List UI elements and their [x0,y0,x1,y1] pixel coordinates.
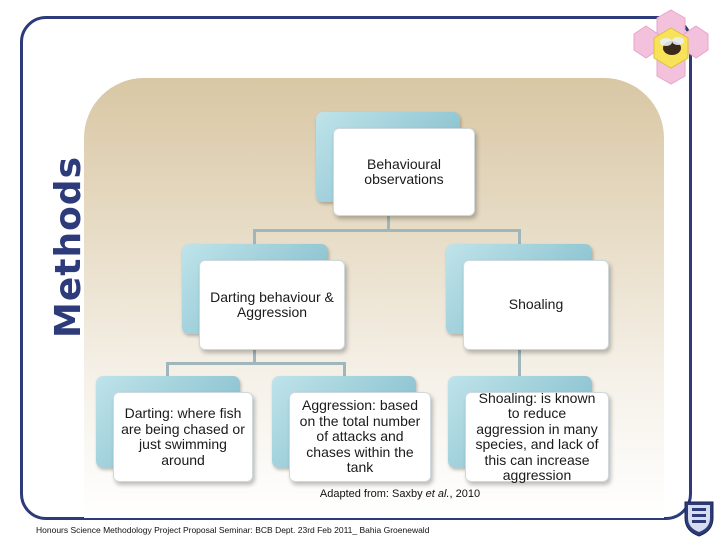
connector [166,362,169,378]
source-caption: Adapted from: Saxby et al., 2010 [250,488,550,500]
node-darting-label: Darting: where fish are being chased or … [113,392,253,482]
flower-bee-icon [633,9,709,85]
connector [166,362,346,365]
node-aggression-label: Aggression: based on the total number of… [289,392,431,482]
caption-suffix: , 2010 [449,488,481,500]
crest-icon [684,501,714,537]
footer-text: Honours Science Methodology Project Prop… [36,525,430,535]
node-root-label: Behavioural observations [333,128,475,216]
node-shoaling-detail-label: Shoaling: is known to reduce aggression … [465,390,609,483]
caption-italic: et al. [425,488,450,500]
connector [343,362,346,378]
connector [253,348,256,364]
caption-prefix: Adapted from: Saxby [319,488,426,500]
connector [253,229,256,245]
connector [518,348,521,378]
side-title: Methods [48,155,89,338]
node-shoaling-label: Shoaling [463,260,609,350]
connector [253,229,521,232]
node-darting-aggression-label: Darting behaviour & Aggression [199,260,345,350]
connector [518,229,521,245]
